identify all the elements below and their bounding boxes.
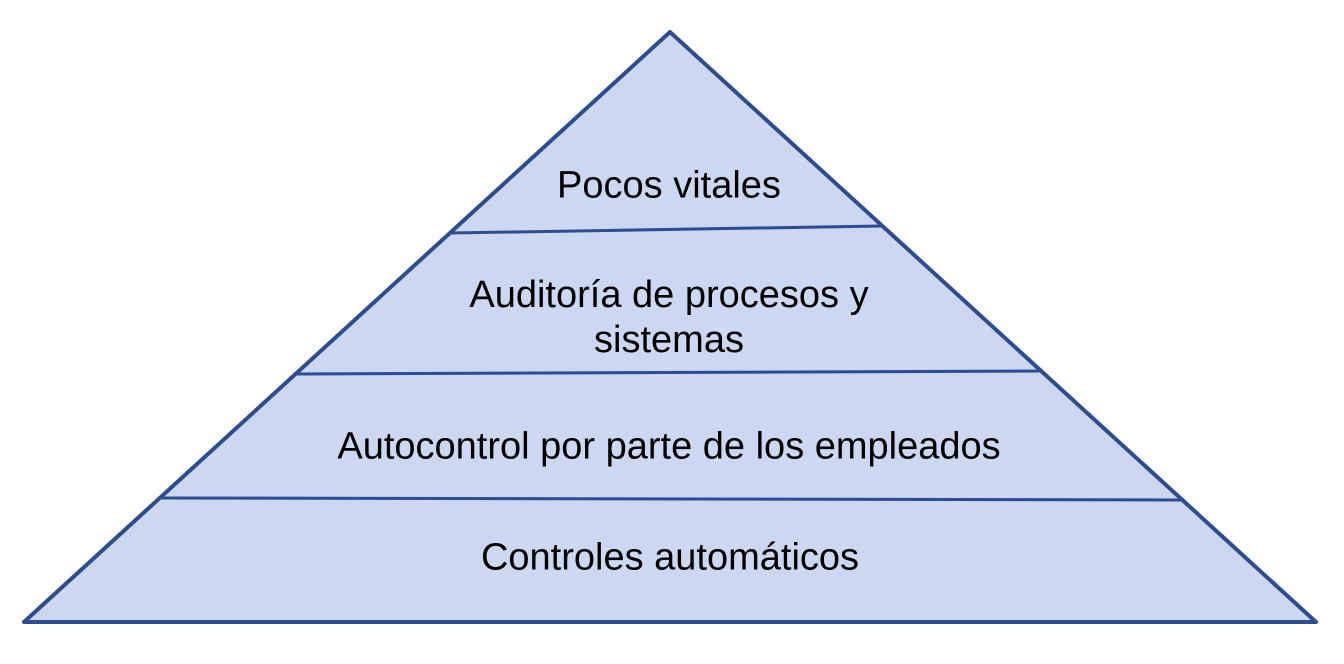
pyramid-level-label-controles: Controles automáticos (480, 536, 860, 579)
level-divider-3 (160, 496, 1183, 502)
pyramid-level-label-auditoria: Auditoría de procesos y sistemas (469, 274, 869, 361)
pyramid-level-label-pocos-vitales: Pocos vitales (557, 164, 781, 207)
pyramid-outline (22, 30, 1318, 624)
pyramid-level-label-autocontrol: Autocontrol por parte de los empleados (337, 425, 1001, 468)
level-divider-1 (450, 224, 883, 235)
level-divider-2 (296, 369, 1043, 376)
